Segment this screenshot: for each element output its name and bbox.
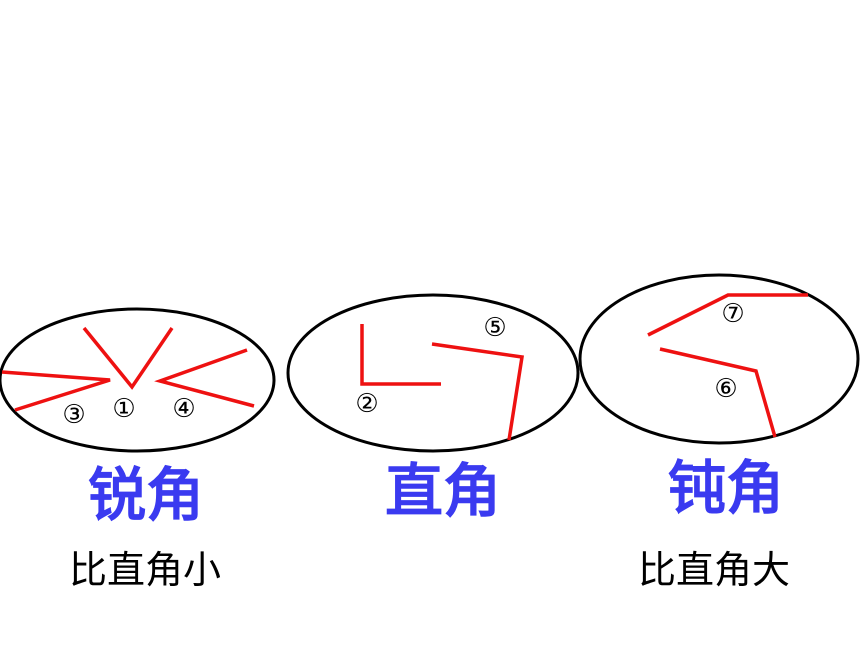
- angle-label-2: ②: [355, 389, 378, 419]
- angle-5-lines: [431, 342, 525, 441]
- angle-label-7: ⑦: [721, 299, 744, 329]
- obtuse-ellipse: [578, 273, 860, 445]
- acute-group: ③ ① ④: [0, 307, 276, 453]
- right-angle-label: 直角: [385, 457, 502, 525]
- angle-3-lines: [1, 370, 111, 412]
- acute-angle-label: 锐角: [88, 461, 205, 529]
- angle-6-lines: [659, 347, 777, 438]
- angle-label-1: ①: [112, 394, 135, 424]
- angle-2-lines: [360, 324, 441, 386]
- obtuse-angle-label: 钝角: [668, 454, 785, 522]
- obtuse-description: 比直角大: [638, 548, 791, 592]
- acute-description: 比直角小: [69, 548, 222, 592]
- angle-label-5: ⑤: [483, 313, 506, 343]
- angle-label-4: ④: [172, 394, 195, 424]
- right-angle-group: ② ⑤: [286, 293, 580, 453]
- obtuse-group: ⑦ ⑥: [578, 273, 860, 445]
- acute-ellipse: [0, 307, 276, 453]
- angle-label-6: ⑥: [714, 374, 737, 404]
- angle-1-lines: [82, 326, 174, 390]
- angle-7-lines: [647, 293, 808, 337]
- angle-label-3: ③: [62, 400, 85, 430]
- right-angle-ellipse: [286, 293, 580, 453]
- angle-4-lines: [154, 348, 255, 408]
